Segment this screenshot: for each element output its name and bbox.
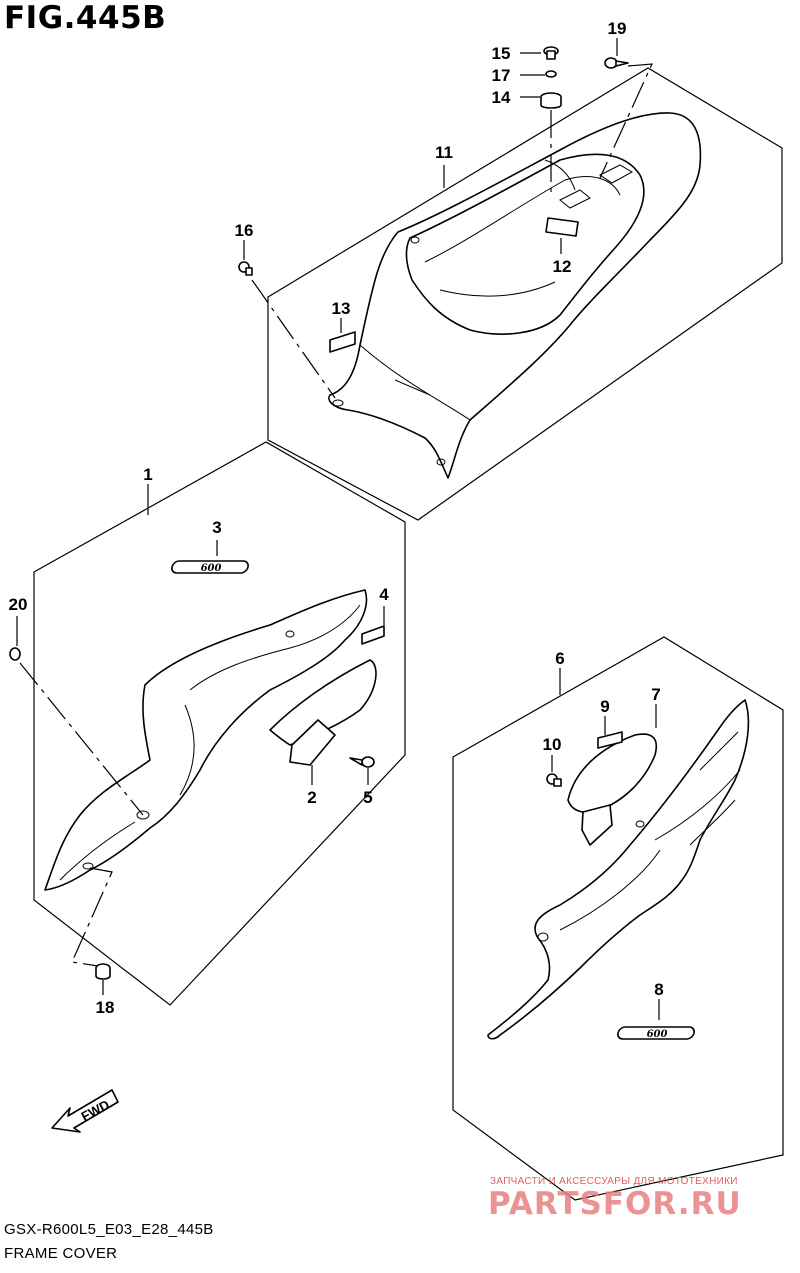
forward-direction-arrow: FWD — [51, 1089, 119, 1133]
callout-7: 7 — [651, 685, 660, 704]
callout-9: 9 — [600, 697, 609, 716]
diagram-code: GSX-R600L5_E03_E28_445B — [4, 1221, 214, 1238]
dash-19 — [599, 63, 653, 179]
left-frame-cover[interactable] — [44, 589, 368, 891]
diagram-name: FRAME COVER — [4, 1245, 118, 1262]
callout-13: 13 — [332, 299, 351, 318]
emblem-text-right: 600 — [647, 1029, 668, 1040]
group-frame-seat-tail — [267, 67, 783, 521]
screw-15[interactable] — [543, 46, 559, 60]
dash-20 — [19, 662, 144, 816]
callout-12: 12 — [553, 257, 572, 276]
callout-4: 4 — [379, 585, 389, 604]
callout-17: 17 — [492, 66, 511, 85]
dash-18 — [71, 867, 113, 967]
seat-tail-cover[interactable] — [328, 112, 702, 479]
emblem-text-left: 600 — [201, 563, 222, 574]
label-plate-13[interactable] — [329, 331, 356, 353]
watermark-subtitle: ЗАПЧАСТИ И АКСЕССУАРЫ ДЛЯ МОТОТЕХНИКИ — [490, 1176, 738, 1187]
label-plate-4[interactable] — [361, 625, 385, 645]
callout-11: 11 — [435, 143, 453, 162]
callout-18: 18 — [96, 998, 115, 1017]
bolt-16[interactable] — [238, 261, 253, 276]
callout-16: 16 — [235, 221, 254, 240]
callout-2: 2 — [307, 788, 316, 807]
callout-10: 10 — [543, 735, 562, 754]
figure-title: FIG.445B — [4, 0, 167, 36]
fwd-label: FWD — [79, 1097, 112, 1124]
group-frame-right-cover — [452, 636, 784, 1201]
bracket-7[interactable] — [567, 733, 657, 846]
callout-19: 19 — [608, 19, 627, 38]
label-plate-9[interactable] — [597, 731, 623, 749]
bracket-2[interactable] — [269, 659, 377, 766]
callout-5: 5 — [363, 788, 372, 807]
dash-16 — [251, 279, 336, 399]
washer-17[interactable] — [545, 70, 557, 78]
label-plate-12[interactable] — [545, 217, 579, 237]
nut-20[interactable] — [9, 647, 21, 661]
cushion-14[interactable] — [540, 92, 562, 109]
callout-8: 8 — [654, 980, 663, 999]
group-frame-left-cover — [33, 441, 406, 1006]
screw-5[interactable] — [349, 756, 375, 768]
watermark-brand: PARTSFOR.RU — [488, 1186, 742, 1222]
callout-6: 6 — [555, 649, 564, 668]
callout-20: 20 — [9, 595, 28, 614]
callout-3: 3 — [212, 518, 221, 537]
screw-19[interactable] — [604, 57, 629, 69]
emblem-600-left[interactable]: 600 — [171, 560, 250, 574]
callout-14: 14 — [492, 88, 511, 107]
bolt-10[interactable] — [546, 773, 562, 787]
right-frame-cover[interactable] — [487, 699, 750, 1040]
emblem-600-right[interactable]: 600 — [617, 1026, 696, 1040]
grommet-18[interactable] — [95, 963, 111, 980]
callout-15: 15 — [492, 44, 511, 63]
callout-1: 1 — [143, 465, 152, 484]
